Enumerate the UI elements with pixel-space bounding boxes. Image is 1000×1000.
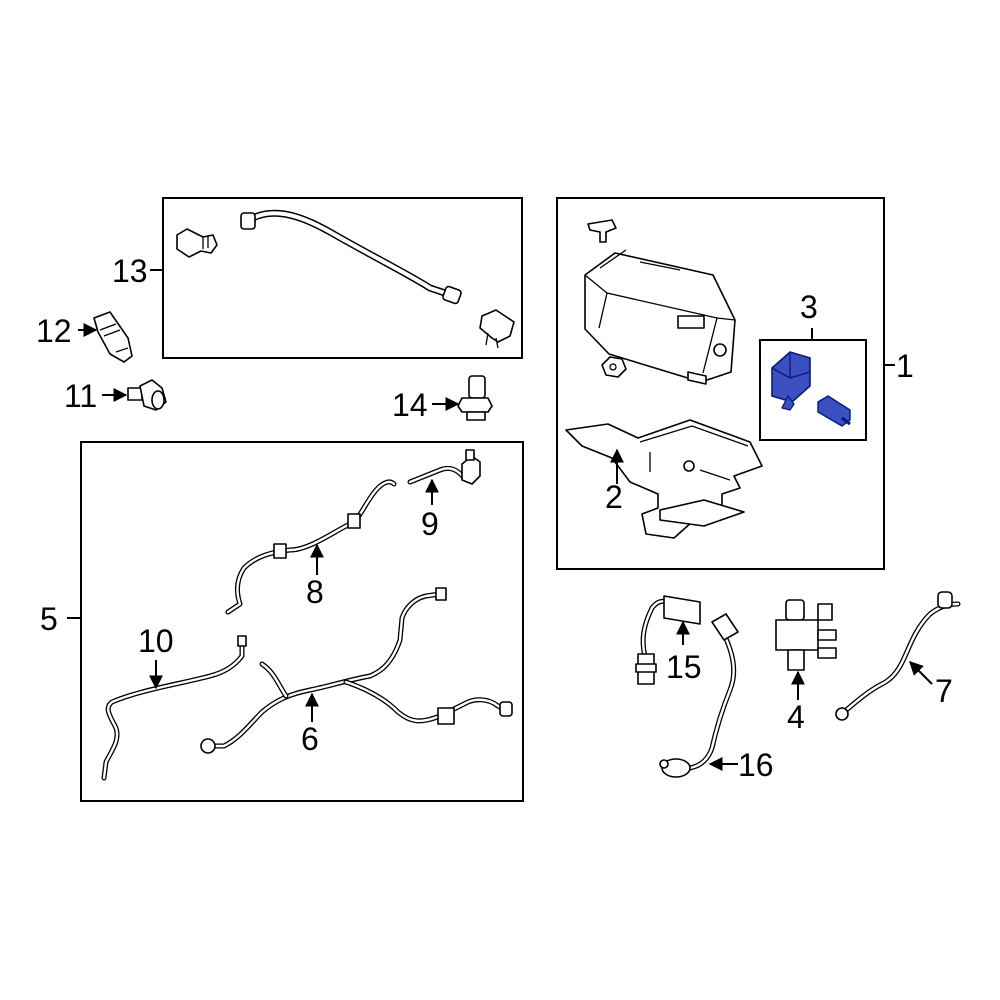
part-14-connector[interactable]: [457, 375, 493, 421]
part-11-check-valve[interactable]: [127, 379, 167, 411]
part-8-vapor-line[interactable]: [225, 479, 397, 615]
group-box-13: [162, 197, 523, 359]
leader-7: [909, 661, 933, 685]
group-box-5: [80, 441, 524, 802]
callout-11[interactable]: 11: [64, 378, 97, 414]
callout-15[interactable]: 15: [666, 649, 702, 685]
part-16-temp-sensor[interactable]: [659, 613, 739, 778]
group-box-1: [556, 197, 885, 570]
part-4-purge-valve[interactable]: [775, 599, 837, 671]
callout-9[interactable]: 9: [421, 506, 439, 542]
callout-14[interactable]: 14: [392, 387, 428, 423]
callout-3[interactable]: 3: [800, 289, 818, 325]
callout-4[interactable]: 4: [787, 699, 805, 735]
callout-2[interactable]: 2: [605, 479, 623, 515]
callout-7[interactable]: 7: [935, 673, 953, 709]
callout-13[interactable]: 13: [112, 253, 148, 289]
callout-6[interactable]: 6: [301, 721, 319, 757]
part-13-end-connector[interactable]: [479, 309, 515, 349]
callout-16[interactable]: 16: [738, 747, 774, 783]
part-10-fuel-line[interactable]: [101, 635, 247, 781]
part-3-vent-solenoid[interactable]: [771, 351, 811, 411]
callout-1[interactable]: 1: [896, 348, 914, 384]
part-13-vapor-hose[interactable]: [240, 209, 462, 305]
callout-8[interactable]: 8: [306, 574, 324, 610]
part-15-pressure-sensor[interactable]: [635, 595, 701, 685]
part-9-quick-connector[interactable]: [407, 449, 481, 485]
part-7-vapor-hose[interactable]: [835, 591, 961, 721]
callout-12[interactable]: 12: [36, 313, 72, 349]
part-6-fuel-line-assembly[interactable]: [200, 587, 513, 754]
part-13-elbow-connector[interactable]: [176, 228, 218, 258]
part-1-bracket-clip[interactable]: [587, 219, 617, 243]
part-1-canister-body[interactable]: [584, 249, 736, 385]
callout-10[interactable]: 10: [138, 623, 174, 659]
part-2-canister-shield[interactable]: [565, 419, 763, 539]
callout-5[interactable]: 5: [40, 601, 58, 637]
part-1-grommet-nut[interactable]: [601, 356, 627, 378]
part-12-hose-clamp[interactable]: [93, 311, 133, 363]
part-3-vent-valve[interactable]: [817, 395, 851, 427]
